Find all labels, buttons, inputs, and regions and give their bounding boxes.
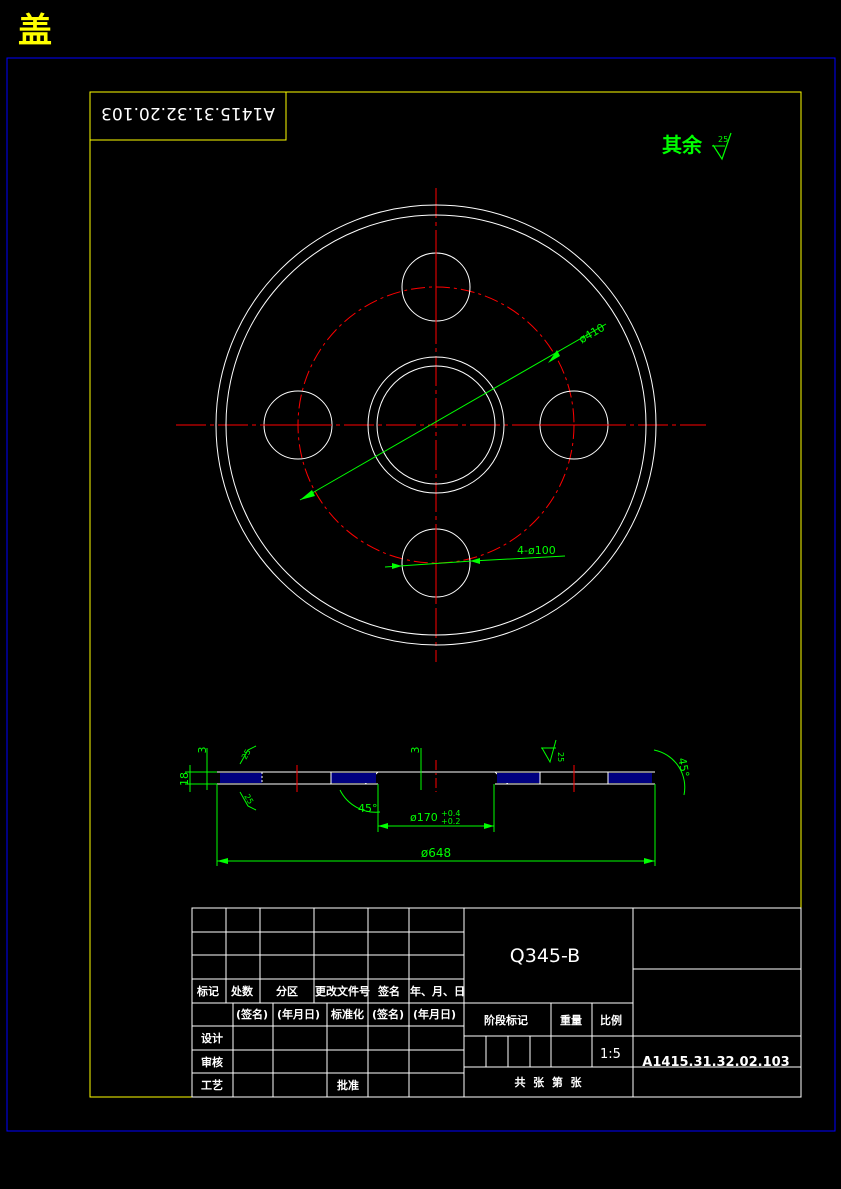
title-block-text: 标记 处数 分区 更改文件号 签名 年、月、日 (签名) (年月日) 标准化 (… xyxy=(196,945,790,1092)
surface-note: 其余 25 xyxy=(662,132,732,161)
roughness-mark-left-top: 25 xyxy=(240,748,253,761)
title-block-drawing-number: A1415.31.32.02.103 xyxy=(642,1055,789,1070)
arrow-icon xyxy=(217,858,228,864)
rev-header-zone: 分区 xyxy=(276,984,298,998)
hatch-region xyxy=(497,773,540,783)
approve-label: 批准 xyxy=(337,1078,359,1092)
bore-outer xyxy=(367,356,505,494)
title-block xyxy=(191,907,802,1098)
material-label: Q345-B xyxy=(510,945,580,967)
surface-note-roughness: 25 xyxy=(718,135,728,144)
chamfer-angle-edge: 45° xyxy=(675,757,691,778)
arrow-icon xyxy=(484,823,494,829)
bore-inner xyxy=(376,365,496,485)
outer-chamfer-edge xyxy=(225,214,647,636)
rev-header-date: 年、月、日 xyxy=(410,984,465,998)
roughness-mark-right: 25 xyxy=(556,752,565,762)
arrow-icon xyxy=(644,858,655,864)
roughness-symbol-icon xyxy=(541,739,557,764)
hole-dimension-leader xyxy=(471,555,566,562)
pcd-dimension-line xyxy=(299,323,607,501)
drawing-number-box: A1415.31.32.20.103 xyxy=(89,91,287,141)
hatch-region xyxy=(331,773,376,783)
roughness-symbol-icon xyxy=(712,132,732,161)
arrow-icon xyxy=(548,350,560,363)
sheets-label: 共 张 第 张 xyxy=(515,1075,583,1089)
roughness-mark-left-bottom: 25 xyxy=(242,793,255,806)
surface-note-text: 其余 xyxy=(662,133,703,157)
bore-tol-upper: +0.4 xyxy=(441,809,460,818)
drawing-number-rotated: A1415.31.32.20.103 xyxy=(101,103,275,123)
stage-mark-label: 阶段标记 xyxy=(484,1013,528,1027)
bore-dia-label: ø170 xyxy=(410,811,438,824)
roughness-symbol-icon xyxy=(239,791,257,811)
sign-row-sign: (签名) xyxy=(236,1007,268,1021)
outer-dia-label: ø648 xyxy=(421,846,451,860)
scale-label: 比例 xyxy=(600,1013,622,1027)
arrow-icon xyxy=(300,490,315,500)
dim3-label-center: 3 xyxy=(409,747,422,754)
top-view: ø410 4-ø100 xyxy=(176,188,706,662)
holes-label: 4-ø100 xyxy=(517,544,556,557)
dim3-label-left: 3 xyxy=(196,747,209,754)
bore-tol-lower: +0.2 xyxy=(441,817,460,826)
rev-header-count: 处数 xyxy=(230,984,254,998)
chamfer-arc xyxy=(653,749,686,796)
sign-row-date: (年月日) xyxy=(277,1007,320,1021)
arrow-icon xyxy=(470,558,480,564)
section-view: 18 3 3 25 25 25 45° 45° ø170 +0.4 +0.2 xyxy=(178,739,692,866)
arrow-icon xyxy=(378,823,388,829)
roughness-symbol-icon xyxy=(239,745,257,765)
drawing-border xyxy=(89,91,802,1098)
outer-edge xyxy=(215,204,657,646)
thickness-label: 18 xyxy=(178,772,191,786)
page-title: 盖 xyxy=(18,11,52,51)
weight-label: 重量 xyxy=(560,1013,582,1027)
sign-row-date2: (年月日) xyxy=(413,1007,456,1021)
pcd-label: ø410 xyxy=(577,321,608,346)
rev-header-mark: 标记 xyxy=(196,984,219,998)
role-process: 工艺 xyxy=(201,1078,223,1092)
chamfer-arc xyxy=(339,789,381,813)
arrow-icon xyxy=(392,563,402,569)
scale-value: 1:5 xyxy=(600,1047,621,1062)
rev-header-sign: 签名 xyxy=(377,984,400,998)
outer-frame xyxy=(6,57,836,1132)
chamfer-angle-bore: 45° xyxy=(358,802,378,815)
role-design: 设计 xyxy=(201,1031,223,1045)
role-review: 审核 xyxy=(201,1055,223,1069)
sign-row-sign2: (签名) xyxy=(372,1007,404,1021)
hatch-region xyxy=(220,773,262,783)
rev-header-doc: 更改文件号 xyxy=(315,984,370,998)
sign-row-standard: 标准化 xyxy=(330,1007,364,1021)
hatch-region xyxy=(608,773,652,783)
